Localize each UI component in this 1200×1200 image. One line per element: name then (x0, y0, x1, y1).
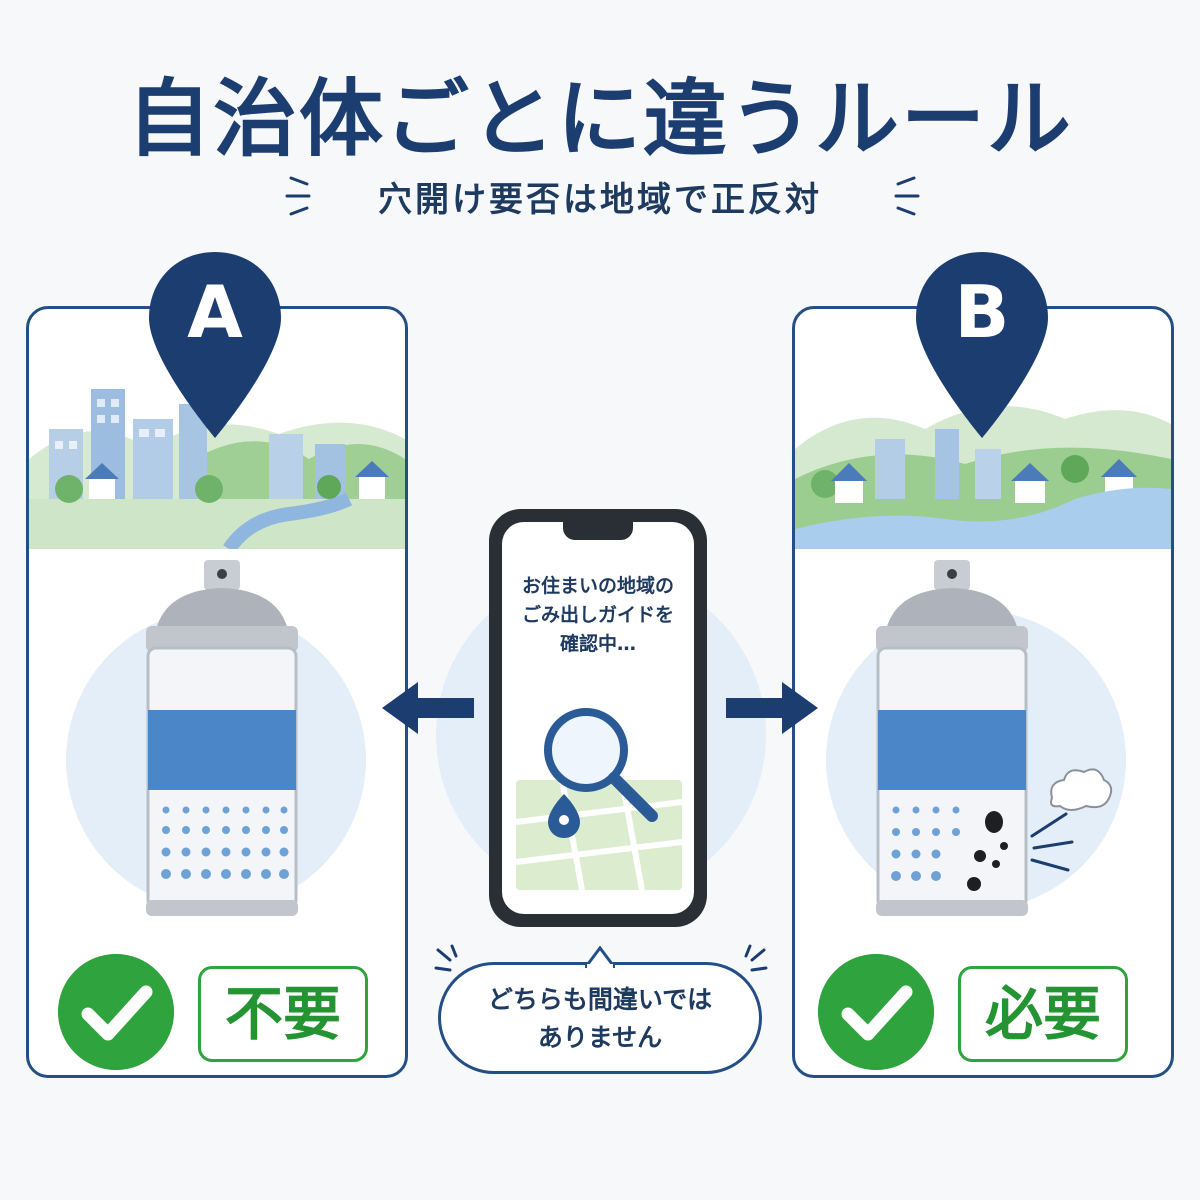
subtitle-row: 穴開け要否は地域で正反対 (0, 172, 1200, 220)
arrow-left-icon (382, 682, 474, 734)
speech-bubble: どちらも間違いでは ありません (438, 962, 762, 1074)
location-pin-a-icon (149, 252, 281, 438)
location-pin-b-icon (916, 252, 1048, 438)
region-b-verdict: 必要 (958, 966, 1128, 1062)
phone-message: お住まいの地域の ごみ出しガイドを 確認中… (502, 572, 694, 659)
phone-message-line: 確認中… (559, 633, 636, 655)
region-a-verdict: 不要 (198, 966, 368, 1062)
map-search-illustration (515, 708, 683, 891)
rural-landscape-illustration (795, 406, 1171, 549)
speech-bubble-line: ありません (537, 1023, 663, 1052)
arrow-right-icon (726, 682, 818, 734)
check-b-icon (818, 954, 934, 1070)
phone-message-line: お住まいの地域の (521, 575, 674, 597)
emphasis-spark-right-icon (744, 944, 768, 972)
emphasis-lines-left-icon (285, 176, 311, 216)
speech-bubble-line: どちらも間違いでは (487, 985, 713, 1014)
check-a-icon (58, 954, 174, 1070)
phone-message-line: ごみ出しガイドを (521, 604, 674, 626)
phone-notch (563, 522, 633, 540)
speech-bubble-tail (585, 946, 615, 968)
subtitle: 穴開け要否は地域で正反対 (378, 180, 822, 220)
page-title: 自治体ごとに違うルール (126, 70, 1073, 168)
emphasis-lines-right-icon (894, 176, 920, 216)
spray-can-a-icon (146, 560, 298, 916)
phone-screen: お住まいの地域の ごみ出しガイドを 確認中… (502, 522, 694, 914)
smartphone: お住まいの地域の ごみ出しガイドを 確認中… (489, 509, 707, 927)
emphasis-spark-left-icon (434, 944, 458, 972)
spray-can-b-punctured-icon (876, 560, 1113, 916)
